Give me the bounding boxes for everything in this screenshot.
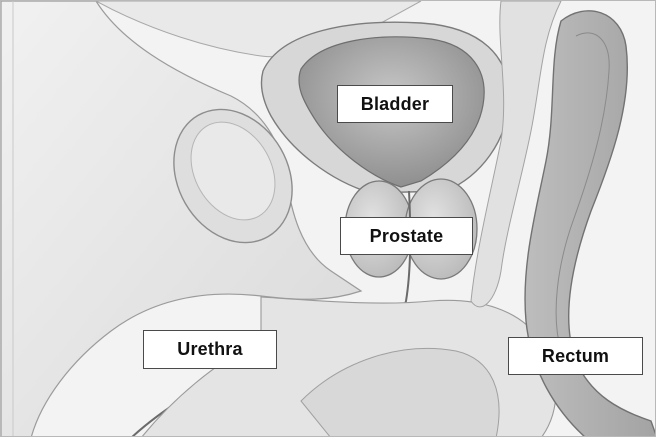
rectum-label: Rectum xyxy=(508,337,643,375)
prostate-label: Prostate xyxy=(340,217,473,255)
bladder-label: Bladder xyxy=(337,85,453,123)
urethra-label: Urethra xyxy=(143,330,277,369)
